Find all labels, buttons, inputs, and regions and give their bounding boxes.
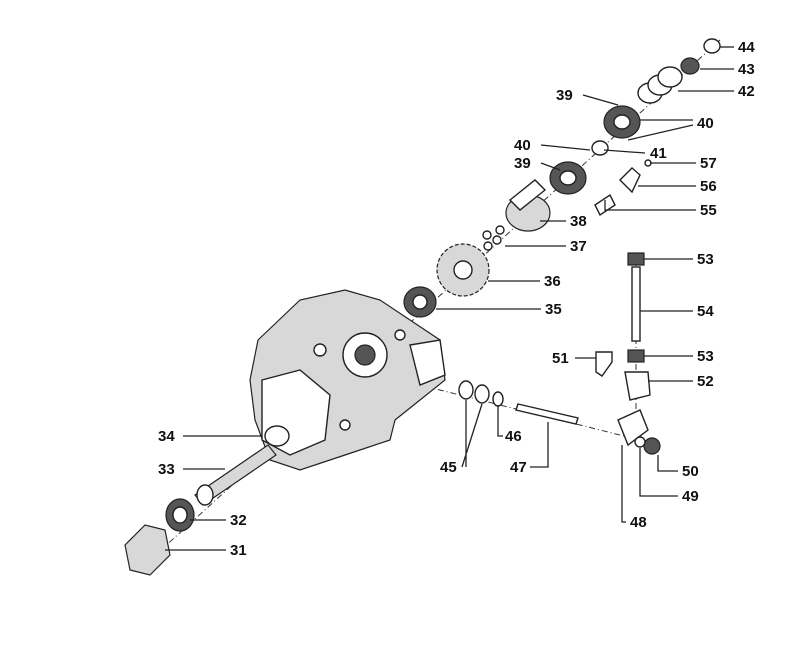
- callout-labels: 44 43 42 39 40 40 41 39 57 56 55 38 37 3…: [158, 39, 755, 559]
- shift-parts: [458, 159, 661, 455]
- gear-39-top: [603, 105, 641, 139]
- input-shaft: [194, 444, 277, 506]
- balls-37: [482, 225, 505, 251]
- callout-38: 38: [570, 213, 587, 230]
- callout-42: 42: [738, 83, 755, 100]
- callout-33: 33: [158, 461, 175, 478]
- callout-32: 32: [230, 512, 247, 529]
- callout-43: 43: [738, 61, 755, 78]
- spring-42: [637, 66, 683, 104]
- callout-37: 37: [570, 238, 587, 255]
- clip-44: [703, 38, 721, 54]
- washer-41: [591, 140, 609, 156]
- callout-50: 50: [682, 463, 699, 480]
- callout-31: 31: [230, 542, 247, 559]
- callout-51: 51: [552, 350, 569, 367]
- cover-31: [124, 524, 171, 576]
- callout-39-top: 39: [556, 87, 573, 104]
- callout-45: 45: [440, 459, 457, 476]
- leader-lines: [165, 46, 734, 551]
- transmission-housing: [249, 289, 446, 471]
- callout-48: 48: [630, 514, 647, 531]
- callout-36: 36: [544, 273, 561, 290]
- callout-52: 52: [697, 373, 714, 390]
- bearing-35: [403, 286, 437, 318]
- callout-54: 54: [697, 303, 714, 320]
- bearing-32: [165, 498, 195, 532]
- shift-axis-line: [399, 379, 641, 441]
- clutch-38: [505, 179, 551, 232]
- callout-39-mid: 39: [514, 155, 531, 172]
- callout-40-left: 40: [514, 137, 531, 154]
- bearing-39: [549, 161, 587, 195]
- gear-36: [436, 243, 490, 297]
- callout-46: 46: [505, 428, 522, 445]
- callout-34: 34: [158, 428, 175, 445]
- callout-56: 56: [700, 178, 717, 195]
- callout-53-top: 53: [697, 251, 714, 268]
- callout-35: 35: [545, 301, 562, 318]
- callout-44: 44: [738, 39, 755, 56]
- callout-57: 57: [700, 155, 717, 172]
- callout-47: 47: [510, 459, 527, 476]
- callout-41: 41: [650, 145, 667, 162]
- washer-43: [680, 57, 700, 75]
- callout-55: 55: [700, 202, 717, 219]
- callout-49: 49: [682, 488, 699, 505]
- callout-53-bottom: 53: [697, 348, 714, 365]
- callout-40-right: 40: [697, 115, 714, 132]
